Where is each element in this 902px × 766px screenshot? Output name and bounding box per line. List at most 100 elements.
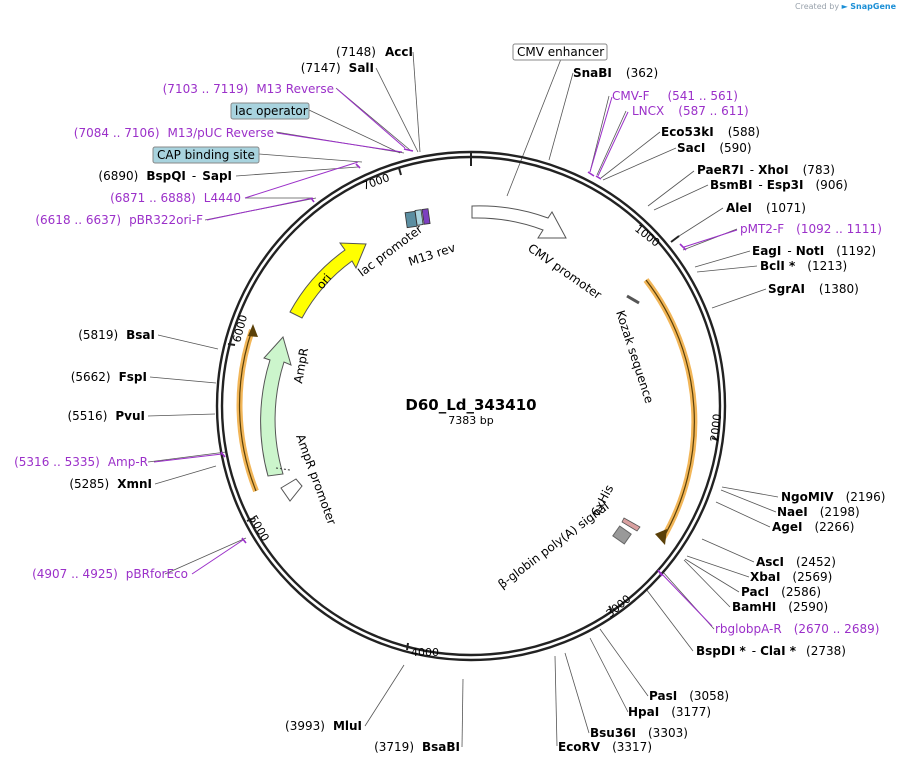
enzyme-pos: (5285) bbox=[69, 477, 109, 491]
enzyme-AgeI[interactable]: AgeI(2266) bbox=[772, 520, 854, 534]
plasmid-name: D60_Ld_343410 bbox=[405, 396, 536, 414]
enzyme-XmnI[interactable]: (5285) XmnI bbox=[69, 477, 152, 491]
enzyme-PvuI[interactable]: (5516)PvuI bbox=[67, 409, 145, 423]
primer-name: L4440 bbox=[204, 191, 241, 205]
enzyme-name: PasI bbox=[649, 689, 677, 703]
enzyme-name: NgoMIV bbox=[781, 490, 834, 504]
primer-name: LNCX bbox=[632, 104, 664, 118]
credit-brand: SnapGene bbox=[850, 2, 896, 11]
enzyme-PasI[interactable]: PasI(3058) bbox=[649, 689, 729, 703]
cmv-enhancer-label: CMV enhancer bbox=[517, 45, 604, 59]
enzyme-PaeR7I[interactable]: PaeR7I-XhoI(783) bbox=[697, 163, 835, 177]
enzyme-NgoMIV[interactable]: NgoMIV(2196) bbox=[781, 490, 885, 504]
ori-arrow[interactable] bbox=[289, 242, 367, 319]
enzyme-dash: - bbox=[752, 644, 756, 658]
enzyme-NaeI[interactable]: NaeI(2198) bbox=[777, 505, 860, 519]
enzyme-BspQI[interactable]: (6890)BspQI-SapI bbox=[98, 169, 232, 183]
enzyme-pos: (2586) bbox=[781, 585, 821, 599]
enzyme-name2: SapI bbox=[202, 169, 232, 183]
enzyme-SnaBI[interactable]: SnaBI(362) bbox=[573, 66, 658, 80]
enzyme-Bsu36I[interactable]: Bsu36I (3303) bbox=[590, 726, 688, 740]
primer-CMVF[interactable]: CMV-F (541 .. 561) bbox=[612, 89, 738, 103]
enzyme-Eco53kI[interactable]: Eco53kI(588) bbox=[661, 125, 760, 139]
enzyme-name: XmnI bbox=[117, 477, 152, 491]
enzyme-pos: (1380) bbox=[819, 282, 859, 296]
primer-pos: (6618 .. 6637) bbox=[35, 213, 121, 227]
enzyme-BamHI[interactable]: BamHI(2590) bbox=[732, 600, 828, 614]
primer-pos: (7103 .. 7119) bbox=[163, 82, 249, 96]
cmv-promoter-label: CMV promoter bbox=[525, 241, 604, 302]
enzyme-EcoRV[interactable]: EcoRV(3317) bbox=[558, 740, 652, 754]
primer-name: CMV-F bbox=[612, 89, 650, 103]
cmv-enhancer-box[interactable] bbox=[512, 43, 608, 61]
primer-pos: (541 .. 561) bbox=[667, 89, 737, 103]
enzyme-name: Bsu36I bbox=[590, 726, 636, 740]
enzyme-pos: (2452) bbox=[796, 555, 836, 569]
enzyme-SacI[interactable]: SacI(590) bbox=[677, 141, 752, 155]
enzyme-SalI[interactable]: (7147)SalI bbox=[301, 61, 374, 75]
ampr-promoter-label: AmpR promoter bbox=[293, 432, 339, 526]
enzyme-pos: (5662) bbox=[71, 370, 111, 384]
ampr-arrow[interactable] bbox=[260, 335, 292, 477]
lac-operator-block bbox=[414, 209, 424, 226]
enzyme-XbaI[interactable]: XbaI(2569) bbox=[750, 570, 832, 584]
primer-name: pMT2-F bbox=[740, 222, 784, 236]
primer-rbglobpA[interactable]: rbglobpA-R(2670 .. 2689) bbox=[715, 622, 879, 636]
primer-pos: (4907 .. 4925) bbox=[32, 567, 118, 581]
tick-5000: 5000 bbox=[246, 513, 271, 544]
primer-name: rbglobpA-R bbox=[715, 622, 782, 636]
primer-AmpR[interactable]: (5316 .. 5335)Amp-R bbox=[14, 455, 148, 469]
enzyme-name: BspQI bbox=[146, 169, 186, 183]
enzyme-AleI[interactable]: AleI(1071) bbox=[726, 201, 806, 215]
ampr-label: AmpR bbox=[291, 347, 311, 385]
primer-pBR322ori[interactable]: (6618 .. 6637) pBR322ori-F bbox=[35, 213, 203, 227]
enzyme-HpaI[interactable]: HpaI(3177) bbox=[628, 705, 711, 719]
enzyme-name2: NotI bbox=[796, 244, 825, 258]
enzyme-BsaBI[interactable]: (3719)BsaBI bbox=[374, 740, 460, 754]
enzyme-AscI[interactable]: AscI(2452) bbox=[756, 555, 836, 569]
enzyme-pos: (1192) bbox=[836, 244, 876, 258]
enzyme-name2: Esp3I bbox=[767, 178, 804, 192]
primer-pos: (6871 .. 6888) bbox=[110, 191, 196, 205]
lac-promoter-label: lac promoter bbox=[355, 222, 425, 279]
enzyme-labels-right: SnaBI(362) Eco53kI(588) SacI(590) PaeR7I… bbox=[558, 66, 885, 754]
primer-M13pUC[interactable]: (7084 .. 7106)M13/pUC Reverse bbox=[74, 126, 274, 140]
primer-pos: (5316 .. 5335) bbox=[14, 455, 100, 469]
primer-pBRforEco[interactable]: (4907 .. 4925)pBRforEco bbox=[32, 567, 188, 581]
enzyme-BspDI[interactable]: BspDI *-ClaI *(2738) bbox=[696, 644, 846, 658]
enzyme-pos: (6890) bbox=[98, 169, 138, 183]
primer-L4440[interactable]: (6871 .. 6888) L4440 bbox=[110, 191, 241, 205]
orf-arrow-right-core bbox=[645, 279, 695, 541]
enzyme-name2: XhoI bbox=[758, 163, 789, 177]
enzyme-BclI[interactable]: BclI *(1213) bbox=[760, 259, 847, 273]
enzyme-pos: (3719) bbox=[374, 740, 414, 754]
primer-pMT2F[interactable]: pMT2-F(1092 .. 1111) bbox=[740, 222, 882, 236]
primer-pos: (587 .. 611) bbox=[678, 104, 748, 118]
enzyme-FspI[interactable]: (5662)FspI bbox=[71, 370, 147, 384]
polya-block bbox=[612, 525, 632, 545]
enzyme-MluI[interactable]: (3993)MluI bbox=[285, 719, 362, 733]
enzyme-BsmBI[interactable]: BsmBI-Esp3I(906) bbox=[710, 178, 848, 192]
primer-M13Rev[interactable]: (7103 .. 7119)M13 Reverse bbox=[163, 82, 334, 96]
lac-operator-box[interactable] bbox=[230, 102, 310, 120]
enzyme-name: PvuI bbox=[115, 409, 145, 423]
primer-name: pBR322ori-F bbox=[129, 213, 203, 227]
enzyme-pos: (3303) bbox=[648, 726, 688, 740]
enzyme-PacI[interactable]: PacI(2586) bbox=[741, 585, 821, 599]
primer-labels-right: CMV-F (541 .. 561) LNCX (587 .. 611) pMT2-… bbox=[612, 89, 882, 636]
cap-binding-site-box[interactable] bbox=[152, 146, 260, 164]
enzyme-name: SacI bbox=[677, 141, 705, 155]
primer-LNCX[interactable]: LNCX (587 .. 611) bbox=[632, 104, 749, 118]
cmv-promoter-arrow[interactable] bbox=[471, 205, 567, 239]
primer-name: M13/pUC Reverse bbox=[168, 126, 275, 140]
ampr-promoter-arrow[interactable] bbox=[280, 478, 303, 502]
enzyme-SgrAI[interactable]: SgrAI (1380) bbox=[768, 282, 859, 296]
enzyme-BsaI[interactable]: (5819)BsaI bbox=[78, 328, 155, 342]
enzyme-EagI[interactable]: EagI-NotI(1192) bbox=[752, 244, 876, 258]
enzyme-AccI[interactable]: (7148) AccI bbox=[336, 41, 413, 60]
enzyme-name: SgrAI bbox=[768, 282, 805, 296]
enzyme-name: BspDI * bbox=[696, 644, 746, 658]
enzyme-pos: (2266) bbox=[814, 520, 854, 534]
enzyme-name: BclI * bbox=[760, 259, 796, 273]
